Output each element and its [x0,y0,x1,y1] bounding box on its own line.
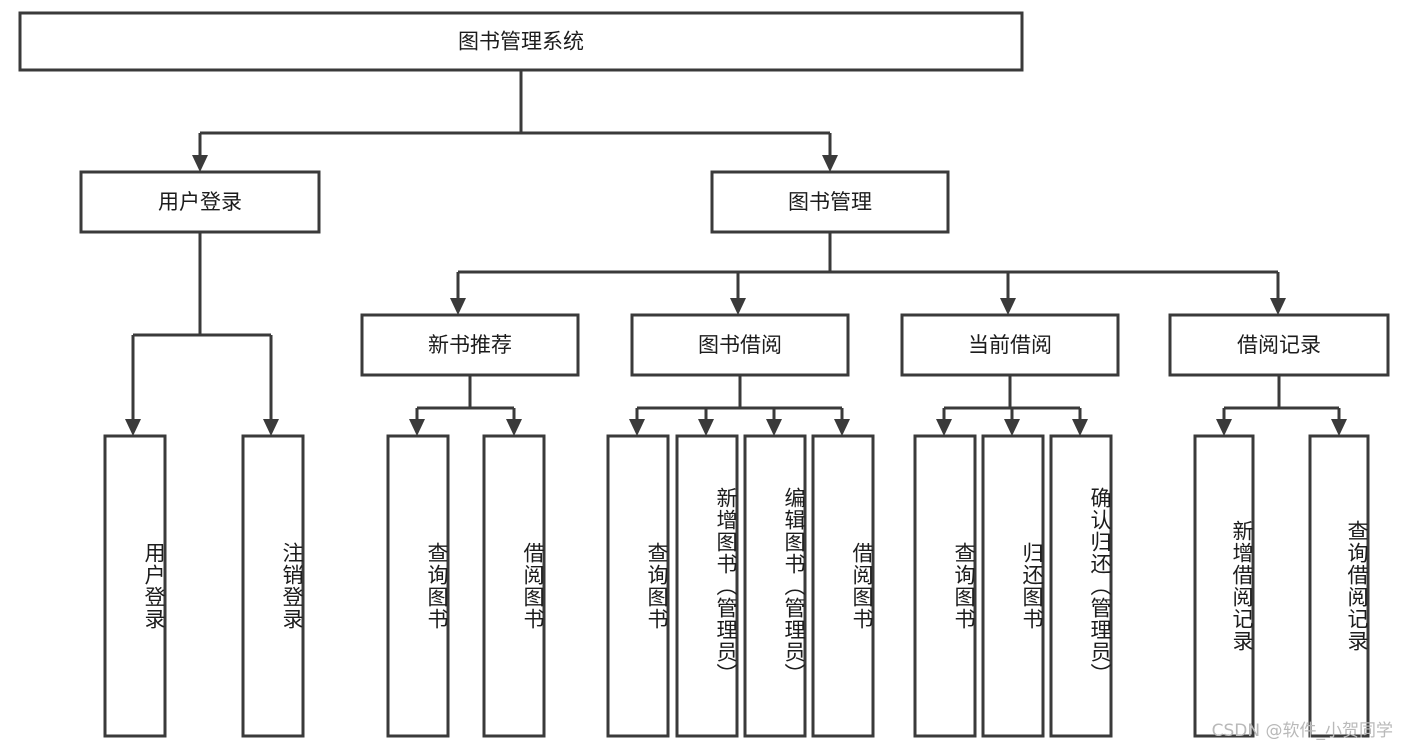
watermark: CSDN @软件_小贺同学 [1211,721,1393,741]
node-borrow-record[interactable] [1168,313,1390,377]
arrow-head-icon [409,419,425,436]
node-label-root: 图书管理系统 [458,30,584,54]
leaf-leaf-query-book-2[interactable] [606,434,670,738]
connector-bookmanage-to-level2 [450,232,1286,315]
leaf-leaf-query-book-3[interactable] [913,434,977,738]
node-book-borrow[interactable] [630,313,850,377]
node-root[interactable] [18,11,1024,72]
arrow-head-icon [834,419,850,436]
leaf-leaf-query-record[interactable] [1308,434,1370,738]
leaf-leaf-add-book[interactable] [675,434,739,738]
arrow-head-icon [192,155,208,172]
leaf-leaf-user-login[interactable] [103,434,167,738]
node-label-book-borrow: 图书借阅 [698,333,782,357]
arrow-head-icon [263,419,279,436]
arrow-head-icon [822,155,838,172]
arrow-head-icon [450,298,466,315]
node-new-book-rec[interactable] [360,313,580,377]
node-label-book-manage: 图书管理 [788,190,872,214]
node-current-borrow[interactable] [900,313,1120,377]
connector-currentborrow-to-leaves [936,375,1088,436]
leaf-leaf-borrow-book-2[interactable] [811,434,875,738]
arrow-head-icon [698,419,714,436]
arrow-head-icon [730,298,746,315]
node-label-new-book-rec: 新书推荐 [428,333,512,357]
arrow-head-icon [125,419,141,436]
node-book-manage[interactable] [710,170,950,234]
arrow-head-icon [1004,419,1020,436]
arrow-head-icon [1270,298,1286,315]
arrow-head-icon [766,419,782,436]
connector-userlogin-to-leaves [125,232,279,436]
connector-borrowrecord-to-leaves [1216,375,1347,436]
leaf-leaf-borrow-book-1[interactable] [482,434,546,738]
leaf-leaf-edit-book[interactable] [743,434,807,738]
arrow-head-icon [1072,419,1088,436]
connector-root-to-level1 [192,70,838,172]
leaf-leaf-logout[interactable] [241,434,305,738]
leaf-leaf-return-book[interactable] [981,434,1045,738]
arrow-head-icon [629,419,645,436]
connectors-layer [125,70,1347,436]
leaf-leaf-query-book-1[interactable] [386,434,450,738]
arrow-head-icon [506,419,522,436]
arrow-head-icon [1331,419,1347,436]
boxes-layer [18,11,1390,738]
node-label-user-login: 用户登录 [158,190,242,214]
arrow-head-icon [1000,298,1016,315]
connector-bookborrow-to-leaves [629,375,850,436]
node-user-login[interactable] [79,170,321,234]
leaf-leaf-add-record[interactable] [1193,434,1255,738]
arrow-head-icon [936,419,952,436]
leaf-leaf-confirm-return[interactable] [1049,434,1113,738]
arrow-head-icon [1216,419,1232,436]
node-label-borrow-record: 借阅记录 [1237,333,1321,357]
node-label-current-borrow: 当前借阅 [968,333,1052,357]
connector-newbook-to-leaves [409,375,522,436]
